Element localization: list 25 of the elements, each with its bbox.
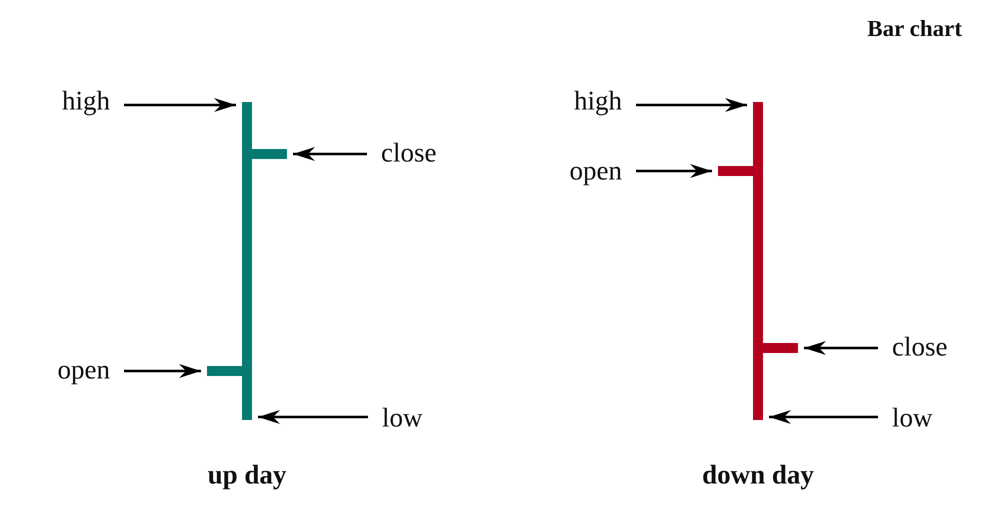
callout-label: high [574,85,622,117]
leader-arrow [124,364,201,378]
bar-caption: up day [208,459,286,491]
callout-label: low [382,402,422,434]
close-tick [763,343,798,353]
chart-title: Bar chart [867,16,962,42]
close-tick [252,149,287,159]
leader-arrow [636,98,747,112]
price-bar [242,102,252,420]
open-tick [207,366,242,376]
callout-label: close [892,331,948,363]
leader-arrow [636,164,712,178]
callout-label: high [62,85,110,117]
bar-caption: down day [702,459,814,491]
open-tick [718,166,753,176]
leader-arrow [124,98,236,112]
leader-arrow [769,410,878,424]
leader-arrow [293,147,367,161]
callout-label: open [58,354,110,386]
leader-arrow [804,341,878,355]
price-bar [753,102,763,420]
callout-label: low [892,402,932,434]
leader-arrow [258,410,368,424]
callout-label: open [570,155,622,187]
callout-label: close [381,137,436,169]
